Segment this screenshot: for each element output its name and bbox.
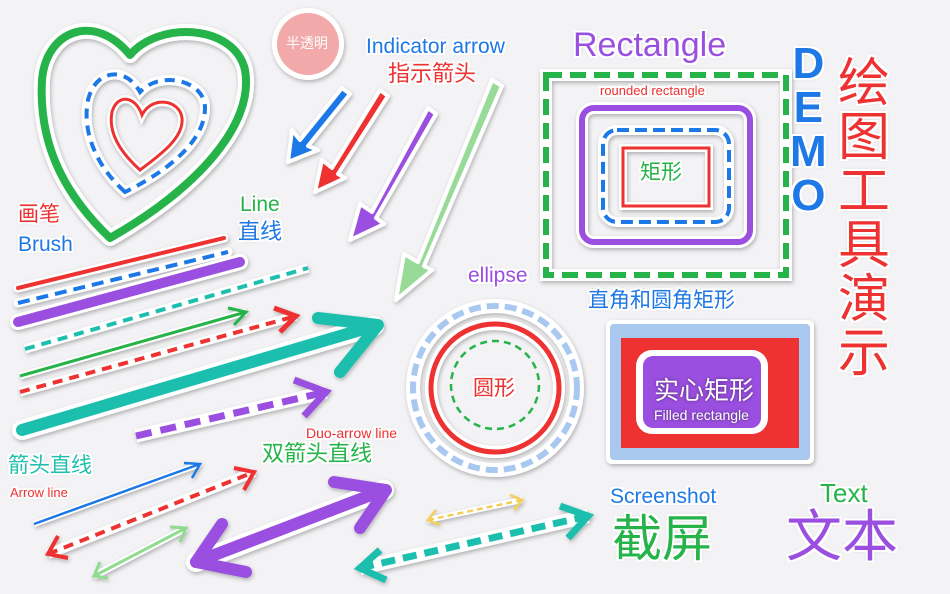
screenshot-label-en: Screenshot [610,485,717,508]
ellipse-label-en: ellipse [468,264,528,287]
demo-letter: E [793,83,823,132]
drawing-tool-demo-vertical-text: 绘 图 工 具 演 示 [838,58,890,380]
rectangle-label-en: Rectangle [573,26,727,64]
semi-transparent-circle [272,8,344,80]
brush-heart-green [33,22,255,246]
vertical-char: 绘 [838,54,891,114]
line-label-en: Line [240,193,280,216]
filled-rect-label-en: Filled rectangle [654,407,749,423]
indicator-arrows [286,78,504,302]
rounded-rectangle-purple [576,102,756,248]
rectangle-red [619,144,713,210]
line-label-cn: 直线 [238,220,283,245]
rectangle-label-cn: 矩形 [640,160,682,184]
screenshot-label-cn: 截屏 [612,510,712,568]
duo-arrow-line-label-cn: 双箭头直线 [262,442,373,467]
filled-rectangle [606,320,814,464]
rectangle-dashed-green [540,69,792,281]
filled-rect-label-cn: 实心矩形 [654,376,755,405]
demo-letter: D [792,39,825,88]
circle-green-dashed [449,339,541,431]
vertical-char: 工 [838,162,891,222]
semi-transparent-label: 半透明 [286,36,328,52]
rect-and-rounded-label: 直角和圆角矩形 [588,288,735,312]
text-label-en: Text [820,478,868,508]
circle-label-cn: 圆形 [473,376,515,400]
arrow-lines [12,305,384,443]
brush-lines [10,233,310,354]
duo-arrow-lines [44,466,595,584]
brush-label-en: Brush [18,233,73,256]
circle-red [425,318,565,458]
text-label-cn: 文本 [786,505,898,570]
demo-letter: O [791,171,826,220]
demo-vertical-text: D E M O [790,42,827,218]
brush-heart-blue-dashed [81,69,211,198]
vertical-char: 演 [838,270,891,330]
arrow-line-blue [32,461,203,527]
arrow-line-label-cn: 箭头直线 [8,453,92,477]
vertical-char: 图 [838,108,891,168]
brush-label-cn: 画笔 [18,202,60,226]
vertical-char: 具 [838,216,891,276]
brush-heart-red [107,95,187,176]
duo-arrow-line-label-en: Duo-arrow line [306,425,398,441]
vertical-char: 示 [838,324,891,384]
demo-letter: M [790,127,827,176]
arrow-line-label-en: Arrow line [10,485,68,500]
rounded-rectangle-label: rounded rectangle [600,83,705,98]
circle-light-blue-dashed [406,299,584,477]
rounded-rectangle-blue-dashed [598,125,734,227]
indicator-arrow-label-en: Indicator arrow [366,35,505,58]
indicator-arrow-label-cn: 指示箭头 [388,62,477,87]
